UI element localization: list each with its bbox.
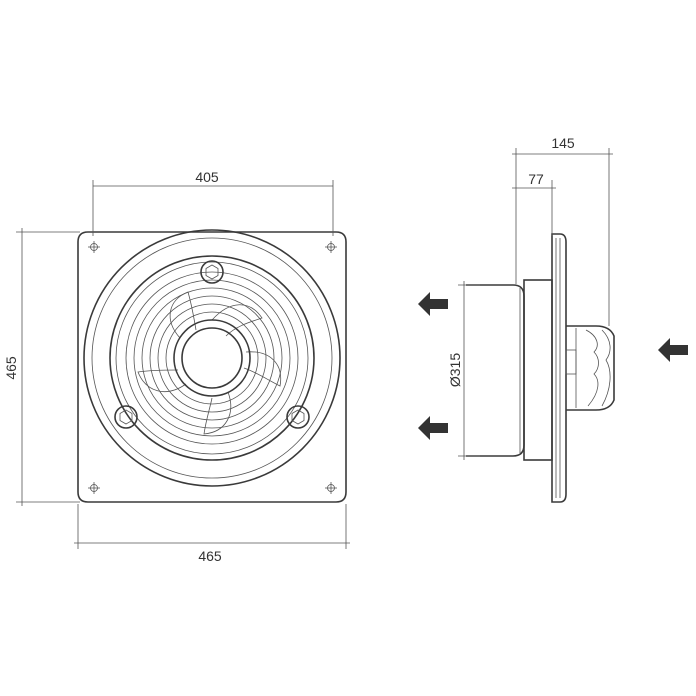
airflow-arrow-right-icon [658, 338, 688, 362]
side-view: 145 77 Ø315 [447, 135, 615, 503]
motor-fins [585, 329, 599, 407]
ring-bolt-top [200, 260, 224, 284]
duct-cylinder [466, 284, 525, 457]
ring-bolt-right [286, 405, 310, 429]
airflow-arrow-bottom-left-icon [418, 416, 448, 440]
motor-hub [181, 327, 243, 389]
ring-flange [523, 279, 553, 461]
ring-bolts [114, 260, 310, 429]
venturi-ring [109, 255, 315, 461]
motor-hub-outer [173, 319, 251, 397]
corner-hole-bottom-right [325, 482, 337, 494]
side-plate [551, 233, 567, 503]
fan-blades [137, 291, 282, 435]
terminal-box [565, 349, 577, 375]
dimension-side-inner [512, 180, 556, 236]
motor-housing [566, 325, 615, 411]
airflow-arrows [418, 292, 688, 440]
dimension-top-label: 405 [195, 169, 219, 185]
ring-bolt-left [114, 405, 138, 429]
corner-hole-top-right [325, 241, 337, 253]
dimension-side-outer [512, 148, 613, 326]
corner-hole-top-left [88, 241, 100, 253]
front-view: 405 465 465 [3, 169, 350, 564]
dimension-top [92, 180, 334, 236]
mounting-plate [77, 231, 347, 503]
outer-ring [83, 229, 341, 487]
corner-hole-bottom-left [88, 482, 100, 494]
dimension-left-label: 465 [3, 356, 19, 380]
airflow-arrow-top-left-icon [418, 292, 448, 316]
corner-holes [88, 241, 337, 494]
dimension-bottom [74, 504, 350, 549]
dimension-side-outer-label: 145 [551, 135, 575, 151]
dimension-diameter [458, 281, 480, 460]
outer-ring-inner-edge [91, 237, 333, 479]
dimension-left [16, 228, 80, 506]
dimension-bottom-label: 465 [198, 548, 222, 564]
dimension-diameter-label: Ø315 [447, 353, 463, 387]
dimension-side-inner-label: 77 [528, 171, 544, 187]
venturi-ring-inner [115, 261, 309, 455]
guard-grille [125, 271, 299, 445]
